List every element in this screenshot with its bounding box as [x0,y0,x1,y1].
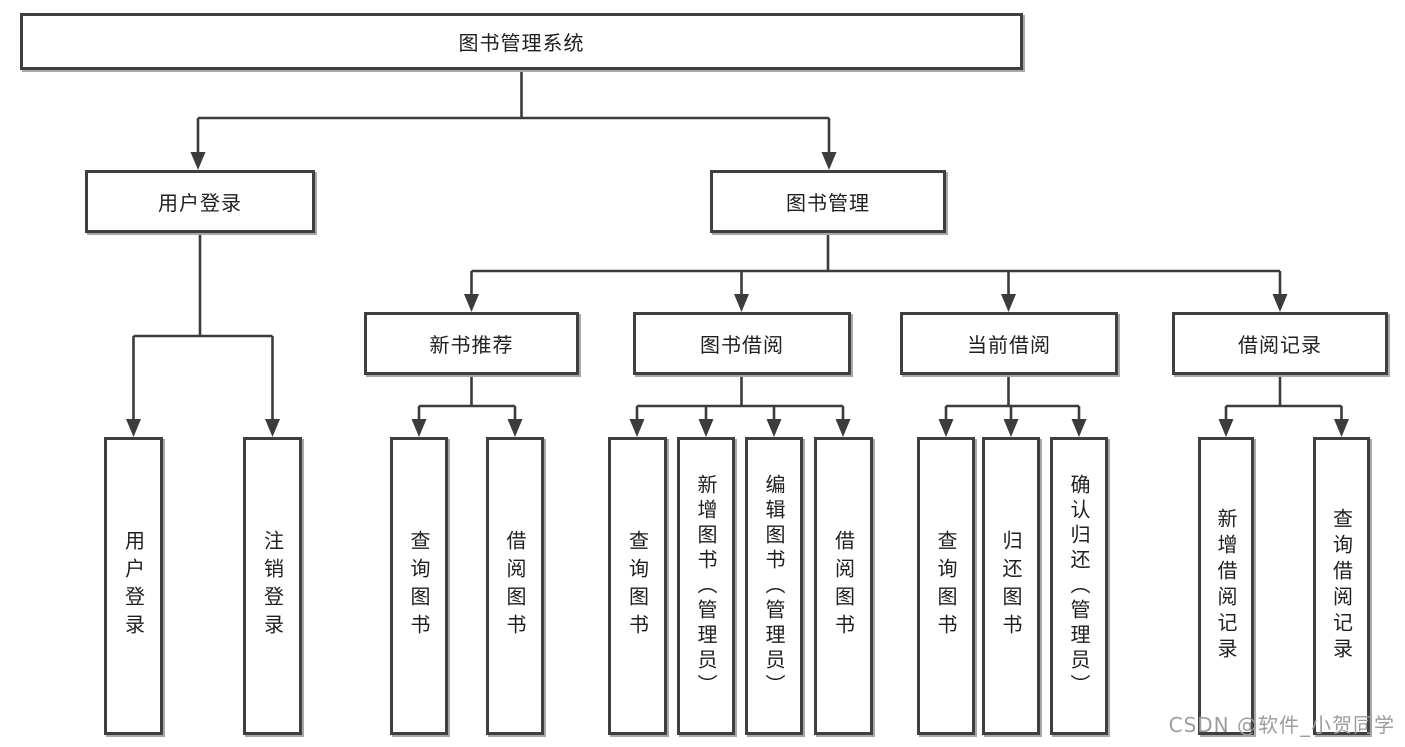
leaf-current-query-books: 查询图书 [917,437,975,735]
node-new-book-recommend: 新书推荐 [364,312,579,375]
node-user-login-group: 用户登录 [85,170,315,233]
leaf-records-query-borrow-record: 查询借阅记录 [1313,437,1370,735]
node-library-system: 图书管理系统 [20,13,1023,70]
leaf-current-confirm-return-admin: 确认归还（管理员） [1050,437,1108,735]
node-borrow-records: 借阅记录 [1172,312,1388,375]
watermark-text: CSDN @软件_小贺同学 [1168,713,1395,737]
node-book-borrow: 图书借阅 [633,312,851,375]
leaf-logout: 注销登录 [243,437,302,735]
leaf-newbook-query-books: 查询图书 [390,437,448,735]
leaf-user-login: 用户登录 [104,437,163,735]
leaf-borrow-edit-books-admin: 编辑图书（管理员） [745,437,803,735]
leaf-borrow-add-books-admin: 新增图书（管理员） [677,437,735,735]
leaf-current-return-books: 归还图书 [982,437,1040,735]
leaf-newbook-borrow-books: 借阅图书 [486,437,544,735]
leaf-borrow-query-books: 查询图书 [608,437,667,735]
node-current-borrow: 当前借阅 [900,312,1118,375]
leaf-records-add-borrow-record: 新增借阅记录 [1198,437,1254,735]
node-book-management: 图书管理 [710,170,946,233]
leaf-borrow-borrow-books: 借阅图书 [814,437,873,735]
